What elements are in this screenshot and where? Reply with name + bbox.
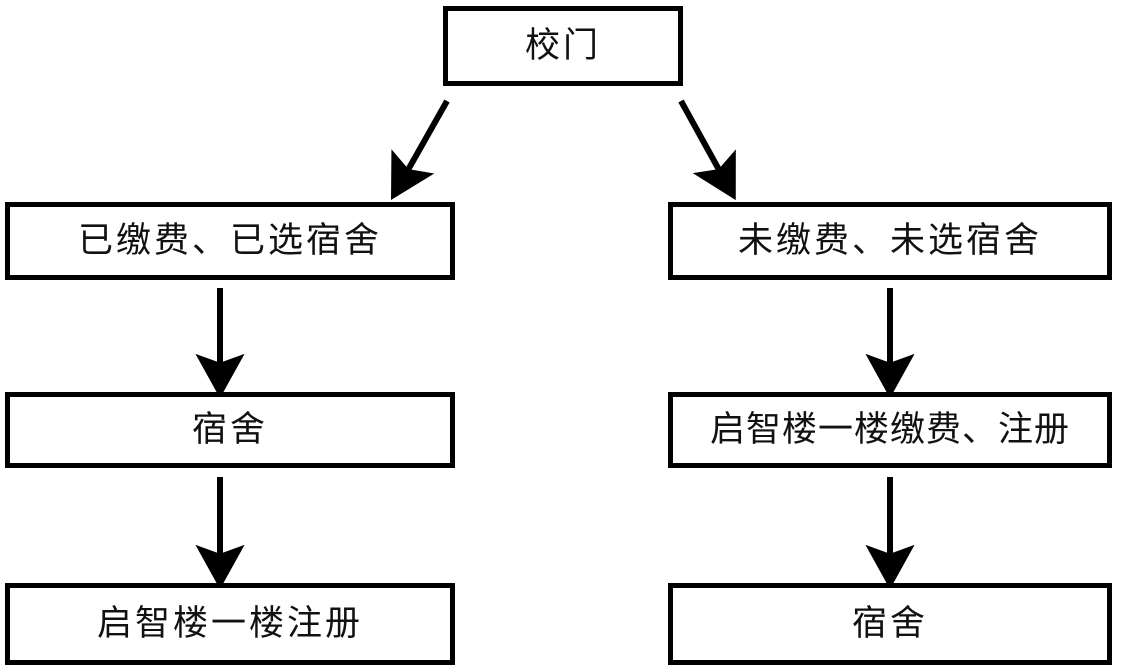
node-unpaid-and-dorm-not-selected-label: 未缴费、未选宿舍: [737, 220, 1042, 261]
node-qizhi-building-pay-and-register[interactable]: 启智楼一楼缴费、注册: [668, 392, 1112, 468]
node-qizhi-building-register-label: 启智楼一楼注册: [96, 603, 363, 644]
node-qizhi-building-register[interactable]: 启智楼一楼注册: [5, 583, 455, 665]
node-paid-and-dorm-selected-label: 已缴费、已选宿舍: [77, 220, 382, 261]
node-unpaid-and-dorm-not-selected[interactable]: 未缴费、未选宿舍: [668, 202, 1112, 280]
node-dormitory-right-label: 宿舍: [851, 603, 928, 644]
node-paid-and-dorm-selected[interactable]: 已缴费、已选宿舍: [5, 202, 455, 280]
node-dormitory-right[interactable]: 宿舍: [668, 583, 1112, 665]
node-school-gate[interactable]: 校门: [443, 6, 683, 86]
node-dormitory-left[interactable]: 宿舍: [5, 392, 455, 468]
node-school-gate-label: 校门: [524, 25, 601, 66]
edge-gate-to-unpaid: [678, 99, 736, 201]
edge-gate-to-paid: [390, 99, 450, 200]
node-qizhi-building-pay-and-register-label: 启智楼一楼缴费、注册: [709, 409, 1070, 450]
node-dormitory-left-label: 宿舍: [191, 409, 268, 450]
